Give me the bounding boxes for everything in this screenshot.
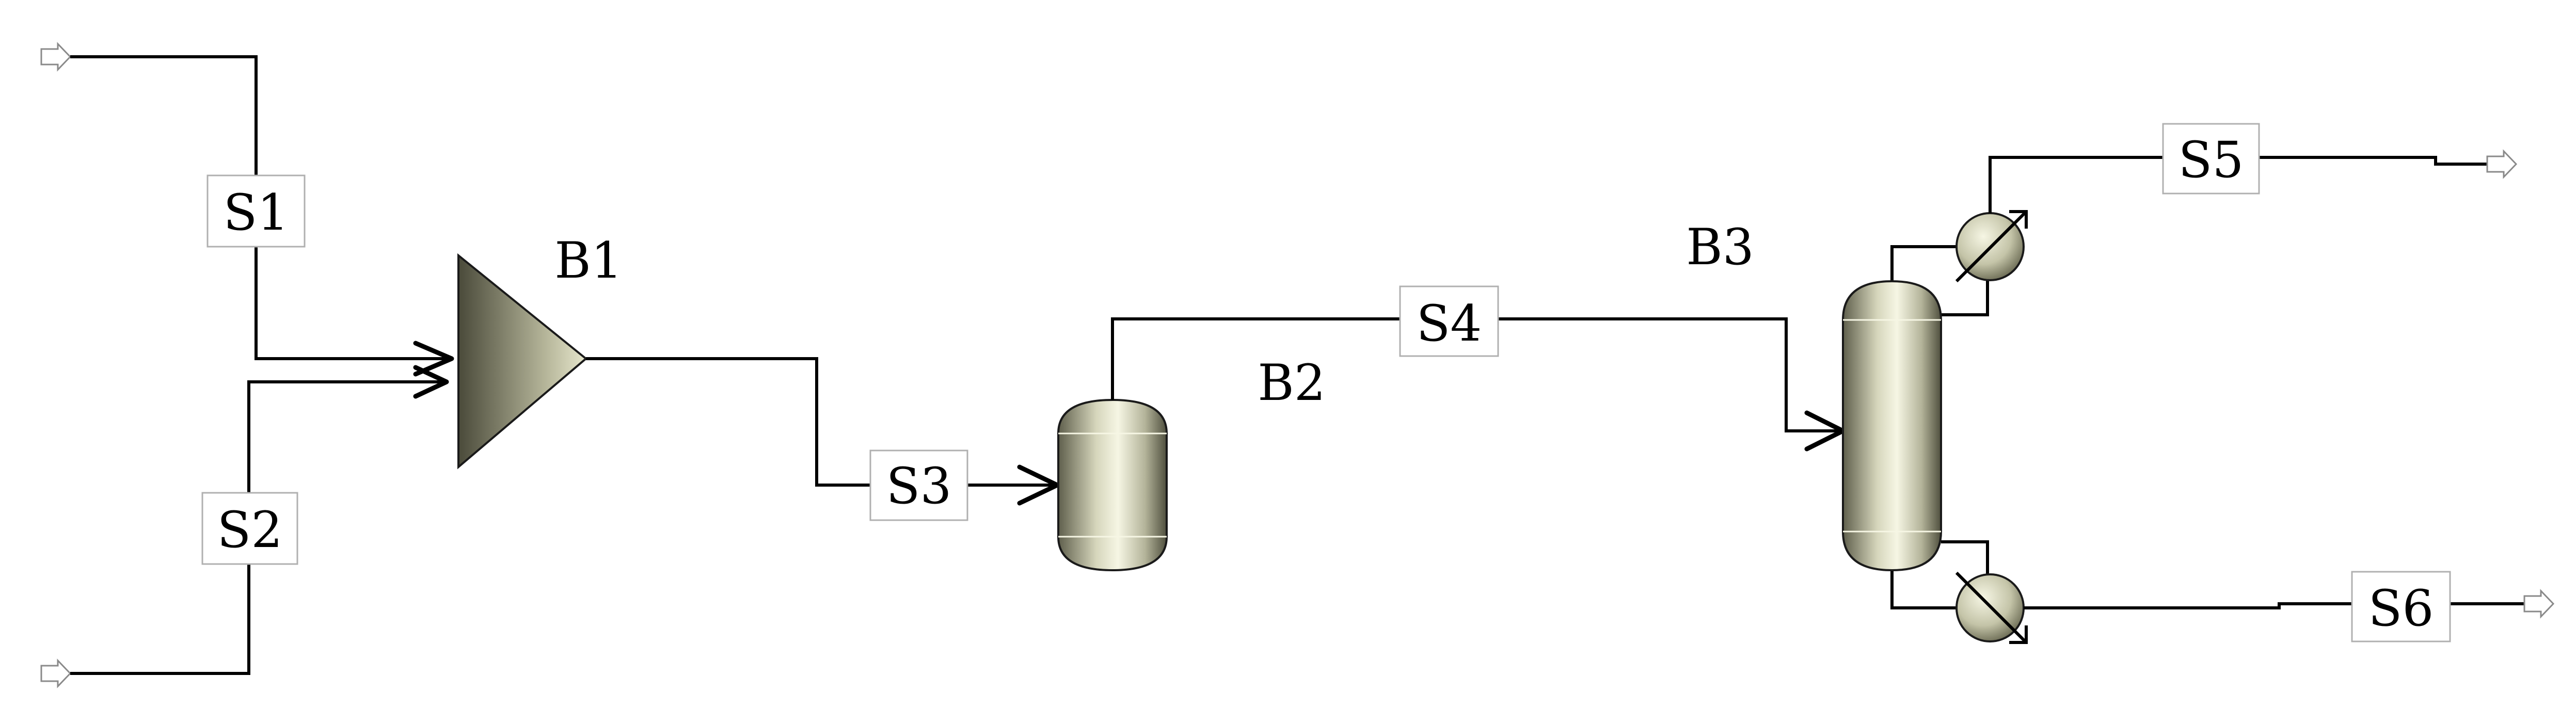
feed-port-s1[interactable] bbox=[40, 42, 72, 72]
distillation-column-b3[interactable] bbox=[1842, 280, 1942, 572]
stream-label-s5[interactable]: S5 bbox=[2162, 123, 2260, 195]
stream-label-s6[interactable]: S6 bbox=[2351, 571, 2451, 642]
column-reboiler-connection bbox=[1941, 540, 1989, 574]
stream-label-s2-text: S2 bbox=[217, 501, 283, 559]
feed-port-s2[interactable] bbox=[40, 658, 72, 688]
stream-label-s3[interactable]: S3 bbox=[869, 449, 968, 521]
stream-label-s4-text: S4 bbox=[1417, 295, 1482, 352]
block-label-b3: B3 bbox=[1686, 218, 1754, 276]
block-label-b1: B1 bbox=[554, 232, 623, 289]
stream-label-s6-text: S6 bbox=[2368, 580, 2434, 637]
product-port-s5[interactable] bbox=[2486, 149, 2518, 179]
stream-label-s4[interactable]: S4 bbox=[1399, 285, 1499, 357]
column-condenser-connection bbox=[1890, 245, 1957, 289]
reboiler-icon[interactable] bbox=[1955, 571, 2028, 644]
stream-label-s2[interactable]: S2 bbox=[201, 492, 298, 565]
stream-label-s1[interactable]: S1 bbox=[206, 174, 306, 248]
block-label-b2: B2 bbox=[1258, 354, 1326, 412]
mixer-b1[interactable] bbox=[457, 253, 588, 470]
condenser-reflux-connection bbox=[1941, 266, 1989, 316]
stream-label-s5-text: S5 bbox=[2179, 131, 2244, 189]
stream-s5[interactable] bbox=[1989, 156, 2487, 213]
reboiler-return-connection bbox=[1890, 568, 1957, 609]
stream-s3[interactable] bbox=[586, 357, 1060, 506]
product-port-s6[interactable] bbox=[2523, 589, 2555, 619]
stream-label-s3-text: S3 bbox=[886, 457, 952, 515]
flash-drum-b2[interactable] bbox=[1057, 398, 1168, 572]
stream-label-s1-text: S1 bbox=[224, 184, 289, 242]
condenser-icon[interactable] bbox=[1955, 210, 2028, 283]
